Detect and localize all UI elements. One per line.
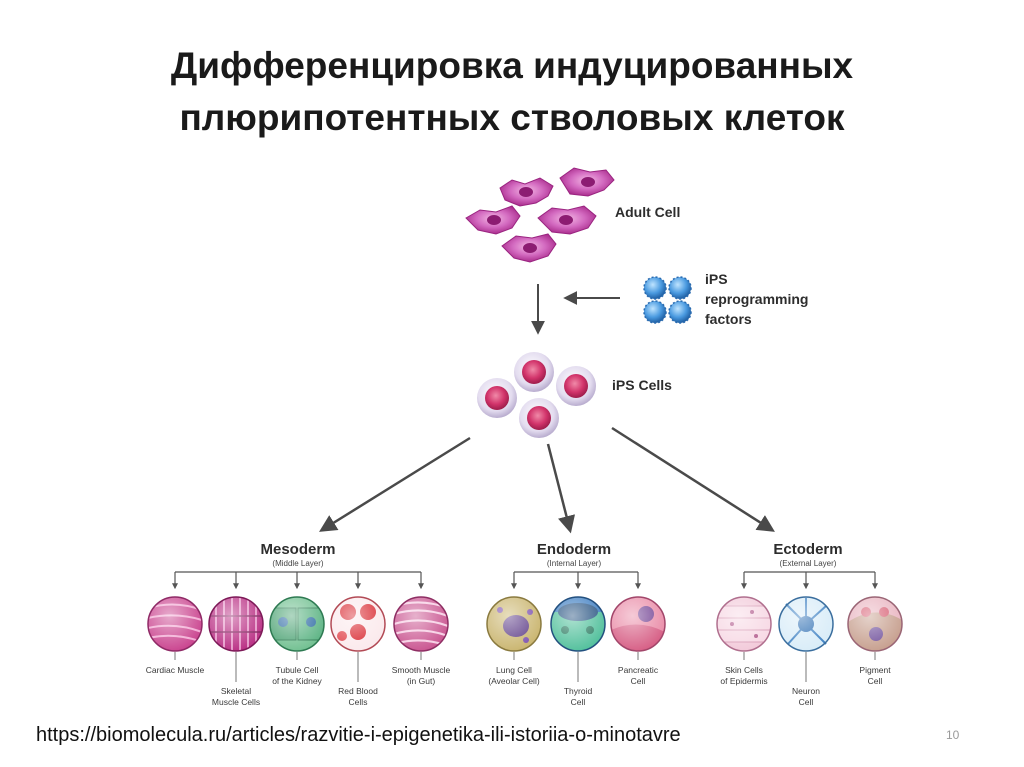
lung-cell-label-2: (Aveolar Cell) (488, 676, 540, 686)
thyroid-cell-label-1: Thyroid (564, 686, 593, 696)
ectoderm-label: Ectoderm (773, 541, 842, 558)
ips-cells-cluster (477, 352, 596, 438)
lung-cell-label-1: Lung Cell (496, 665, 532, 675)
smooth-muscle-cell (393, 596, 449, 652)
mesoderm-sublabel: (Middle Layer) (272, 559, 323, 568)
pigment-cell (847, 596, 903, 652)
skeletal-muscle-cell (208, 596, 264, 652)
mesoderm-label: Mesoderm (260, 541, 335, 558)
slide-title: Дифференцировка индуцированных плюрипоте… (0, 40, 1024, 144)
source-link[interactable]: https://biomolecula.ru/articles/razvitie… (36, 724, 681, 746)
factors-label-line-1: iPS (705, 271, 728, 287)
endoderm-sublabel: (Internal Layer) (547, 559, 602, 568)
red-blood-label-1: Red Blood (338, 686, 378, 696)
endoderm-bracket (511, 571, 641, 590)
red-blood-label-2: Cells (349, 697, 368, 707)
ips-cell-4 (519, 398, 559, 438)
smooth-muscle-label-1: Smooth Muscle (392, 665, 451, 675)
skeletal-muscle-label-1: Skeletal (221, 686, 251, 696)
tubule-cell-kidney (269, 596, 325, 652)
adult-cell-2 (559, 167, 615, 197)
pancreatic-cell (610, 596, 666, 652)
pigment-cell-label-2: Cell (868, 676, 883, 686)
pancreatic-cell-label-2: Cell (631, 676, 646, 686)
thyroid-cell (550, 596, 606, 652)
cell-leader-lines (174, 652, 876, 682)
title-line-2: плюрипотентных стволовых клеток (179, 97, 845, 138)
ips-cell-2 (556, 366, 596, 406)
skeletal-muscle-label-2: Muscle Cells (212, 697, 260, 707)
title-line-1: Дифференцировка индуцированных (170, 45, 854, 86)
smooth-muscle-label-2: (in Gut) (407, 676, 436, 686)
pigment-cell-label-1: Pigment (859, 665, 891, 675)
ectoderm-sublabel: (External Layer) (780, 559, 837, 568)
ips-cells-label: iPS Cells (612, 377, 672, 393)
factors-label-line-2: reprogramming (705, 291, 808, 307)
mesoderm-arrow (319, 436, 471, 532)
neuron-cell-label-1: Neuron (792, 686, 820, 696)
adult-cell-4 (537, 205, 597, 235)
endoderm-label: Endoderm (537, 541, 611, 558)
adult-cell-1 (499, 177, 554, 207)
pancreatic-cell-label-1: Pancreatic (618, 665, 659, 675)
skin-cell-label-2: of Epidermis (720, 676, 767, 686)
ectoderm-arrow (611, 426, 775, 532)
ectoderm-bracket (741, 571, 878, 590)
endoderm-arrow (546, 443, 576, 534)
adult-cell-3 (465, 205, 521, 235)
thyroid-cell-label-2: Cell (571, 697, 586, 707)
mesoderm-bracket (172, 571, 424, 590)
tubule-cell-label-1: Tubule Cell (276, 665, 319, 675)
ips-cell-3 (477, 378, 517, 418)
adult-cell-5 (501, 233, 557, 263)
cardiac-muscle-label: Cardiac Muscle (146, 665, 205, 675)
red-blood-cells (330, 596, 386, 652)
adult-cells-cluster (465, 167, 615, 263)
tubule-cell-label-2: of the Kidney (272, 676, 322, 686)
neuron-cell-label-2: Cell (799, 697, 814, 707)
adult-cell-label: Adult Cell (615, 204, 680, 220)
neuron-cell (778, 596, 834, 652)
ips-cell-1 (514, 352, 554, 392)
skin-cell-epidermis (716, 596, 772, 652)
reprogramming-factors-icon (643, 276, 692, 324)
skin-cell-label-1: Skin Cells (725, 665, 763, 675)
lung-cell (486, 596, 542, 652)
page-number: 10 (946, 728, 960, 742)
factors-label-line-3: factors (705, 311, 752, 327)
cardiac-muscle-cell (147, 596, 203, 652)
